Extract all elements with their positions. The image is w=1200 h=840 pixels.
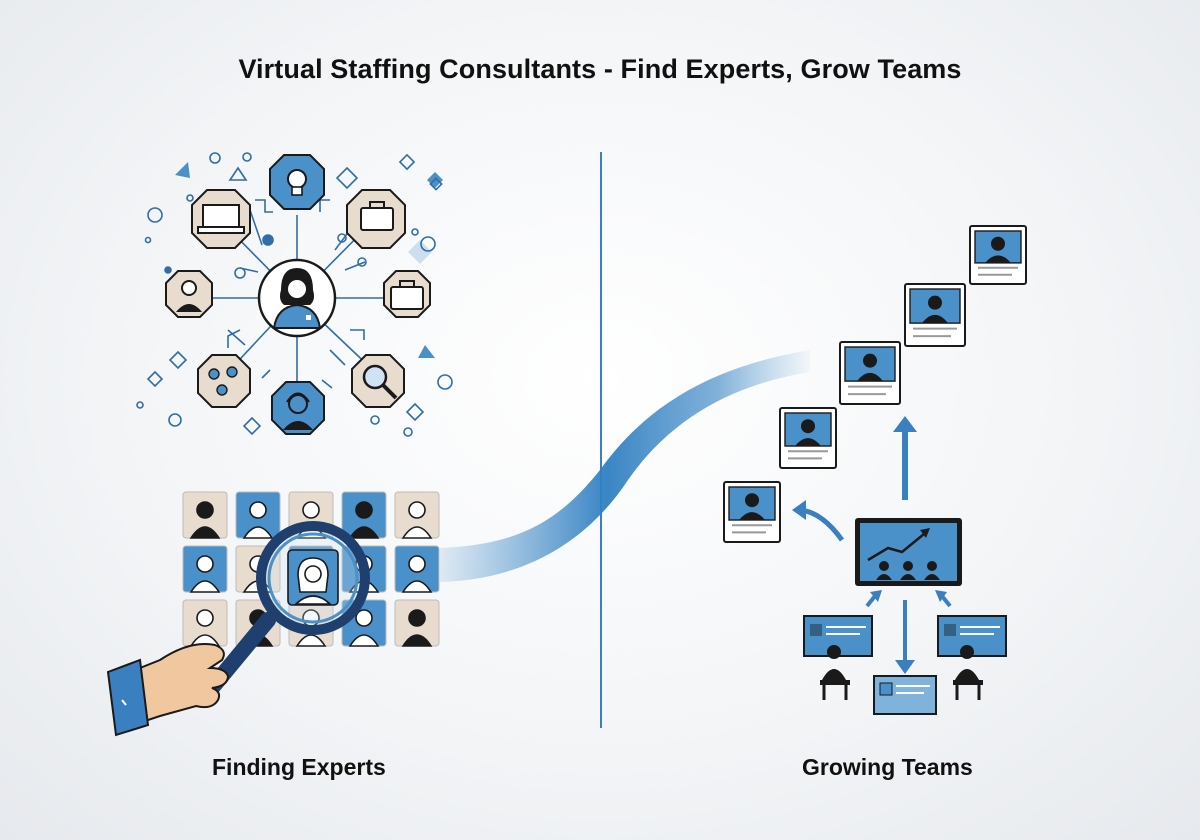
profile-card-icon: [904, 283, 966, 347]
team-member-left: [803, 615, 873, 700]
hand-magnifier-icon: [106, 521, 370, 737]
candidate-tile: [235, 491, 281, 539]
candidate-tile: [394, 491, 440, 539]
highlighted-candidate: [287, 549, 339, 606]
network-icon: [197, 354, 251, 408]
candidate-tile: [341, 491, 387, 539]
profile-card-icon: [969, 225, 1027, 285]
finding-experts-caption: Finding Experts: [212, 754, 386, 780]
candidate-tile: [182, 545, 228, 593]
candidate-tile: [182, 599, 228, 647]
page-title: Virtual Staffing Consultants - Find Expe…: [238, 54, 962, 84]
candidate-tile: [182, 491, 228, 539]
team-member-center: [873, 675, 937, 715]
laptop-icon: [191, 189, 251, 249]
profile-cards: [723, 225, 1027, 543]
team-member-right: [937, 615, 1007, 700]
lightbulb-icon: [269, 154, 325, 210]
worker-icon: [165, 270, 213, 318]
growth-curve: [440, 350, 810, 582]
briefcase-icon: [346, 189, 406, 249]
headset-agent-icon: [271, 381, 325, 435]
growing-teams-caption: Growing Teams: [802, 754, 973, 780]
briefcase-icon: [383, 270, 431, 318]
up-arrow-icon: [893, 416, 917, 500]
candidate-tile: [394, 599, 440, 647]
magnifier-icon: [351, 354, 405, 408]
curved-arrow-icon: [792, 500, 845, 542]
candidate-tile: [394, 545, 440, 593]
meeting-arrows: [865, 590, 952, 674]
profile-card-icon: [839, 341, 901, 405]
expert-hub-icon: [257, 258, 337, 338]
decor-shapes: [136, 152, 453, 437]
profile-card-icon: [779, 407, 837, 469]
team-presentation-icon: [855, 518, 962, 586]
profile-card-icon: [723, 481, 781, 543]
